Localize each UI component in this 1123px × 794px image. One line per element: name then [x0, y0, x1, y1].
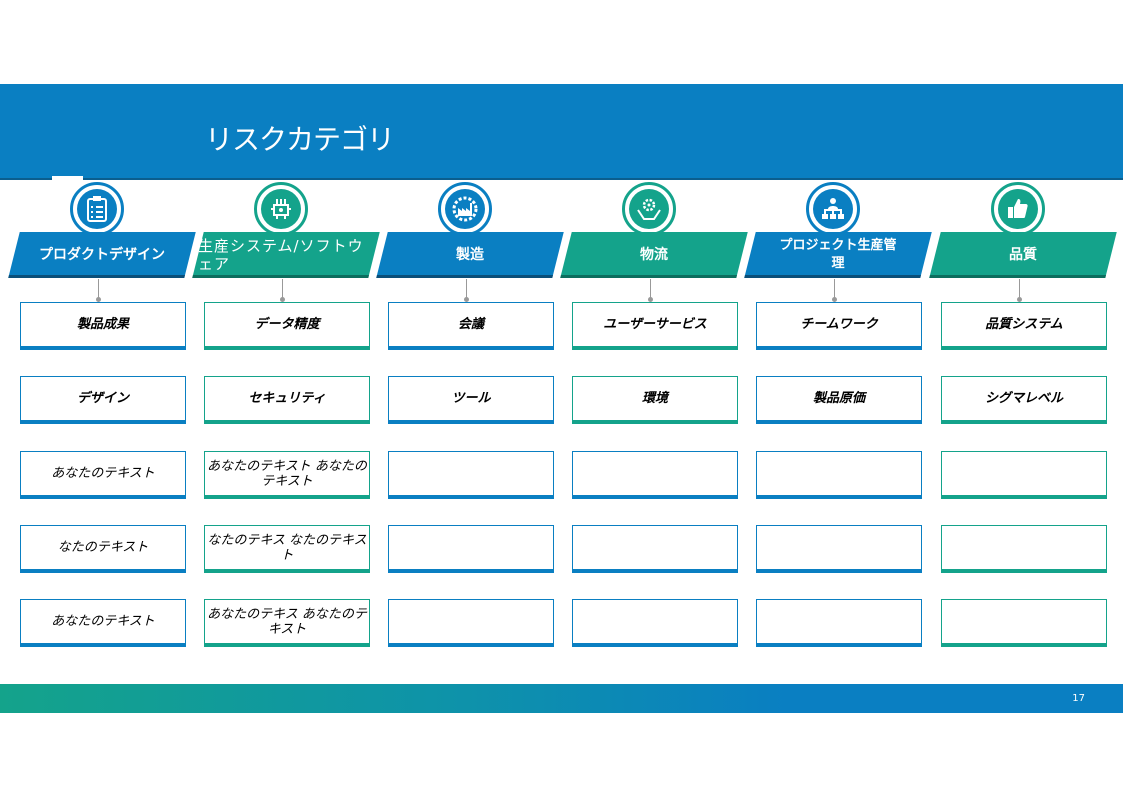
clipboard-checklist-icon: [70, 182, 124, 236]
connector: [96, 279, 101, 302]
list-item: [756, 451, 922, 499]
connector: [832, 279, 837, 302]
slide-title: リスクカテゴリ: [205, 123, 395, 156]
slide-footer: 17: [0, 684, 1123, 713]
list-item: 製品原価: [756, 376, 922, 424]
column-logistics: 物流 ユーザーサービス 環境: [560, 182, 748, 662]
list-item: データ精度: [204, 302, 370, 350]
column-quality: 品質 品質システム シグマレベル: [929, 182, 1117, 662]
list-item: [941, 451, 1107, 499]
list-item: [941, 525, 1107, 573]
list-item: シグマレベル: [941, 376, 1107, 424]
list-item: [572, 451, 738, 499]
list-item: セキュリティ: [204, 376, 370, 424]
category-label: 物流: [560, 232, 748, 278]
column-manufacturing: 製造 会議 ツール: [376, 182, 564, 662]
category-label: 製造: [376, 232, 564, 278]
list-item: [388, 599, 554, 647]
list-item: あなたのテキス あなたのテキスト: [204, 599, 370, 647]
list-item: [756, 599, 922, 647]
list-item: チームワーク: [756, 302, 922, 350]
list-item: [388, 525, 554, 573]
list-item: 製品成果: [20, 302, 186, 350]
connector: [280, 279, 285, 302]
list-item: [388, 451, 554, 499]
circuit-board-icon: [254, 182, 308, 236]
list-item: あなたのテキスト: [20, 451, 186, 499]
connector: [1017, 279, 1022, 302]
team-hierarchy-icon: [806, 182, 860, 236]
list-item: なたのテキスト: [20, 525, 186, 573]
column-project-management: プロジェクト生産管理 チームワーク 製品原価: [744, 182, 932, 662]
list-item: 品質システム: [941, 302, 1107, 350]
category-label: プロダクトデザイン: [8, 232, 196, 278]
column-product-design: プロダクトデザイン 製品成果 デザイン あなたのテキスト なたのテキスト あなた…: [8, 182, 196, 662]
list-item: あなたのテキスト あなたのテキスト: [204, 451, 370, 499]
category-label: プロジェクト生産管理: [744, 232, 932, 278]
thumbs-up-icon: [991, 182, 1045, 236]
column-production-system: 生産システム/ソフトウェア データ精度 セキュリティ あなたのテキスト あなたの…: [192, 182, 380, 662]
list-item: [572, 525, 738, 573]
list-item: [756, 525, 922, 573]
factory-gear-icon: [438, 182, 492, 236]
list-item: 会議: [388, 302, 554, 350]
slide-header: リスクカテゴリ: [0, 84, 1123, 180]
list-item: ユーザーサービス: [572, 302, 738, 350]
list-item: [941, 599, 1107, 647]
list-item: あなたのテキスト: [20, 599, 186, 647]
list-item: デザイン: [20, 376, 186, 424]
page-number: 17: [1072, 693, 1085, 704]
list-item: なたのテキス なたのテキスト: [204, 525, 370, 573]
header-notch: [52, 176, 83, 180]
category-label: 生産システム/ソフトウェア: [192, 232, 380, 278]
connector: [464, 279, 469, 302]
hands-gear-icon: [622, 182, 676, 236]
list-item: [572, 599, 738, 647]
connector: [648, 279, 653, 302]
list-item: 環境: [572, 376, 738, 424]
list-item: ツール: [388, 376, 554, 424]
category-label: 品質: [929, 232, 1117, 278]
